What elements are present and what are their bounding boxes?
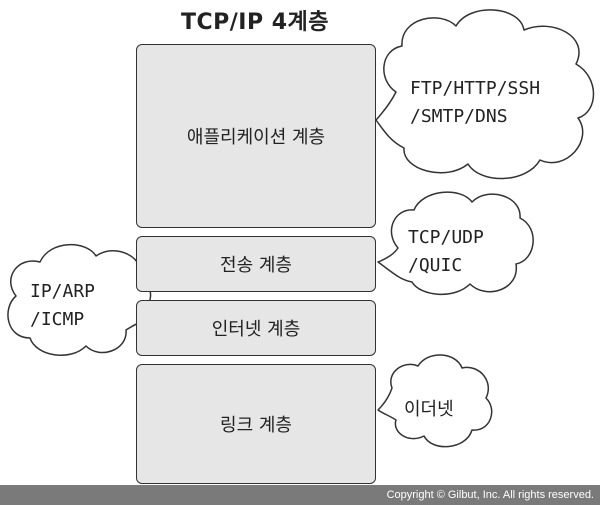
transport-protocols-line-1: TCP/UDP bbox=[408, 227, 484, 248]
transport-protocols-line-2: /QUIC bbox=[408, 255, 463, 276]
application-protocols: FTP/HTTP/SSH /SMTP/DNS bbox=[410, 75, 590, 131]
layer-application-label: 애플리케이션 계층 bbox=[186, 127, 326, 148]
cloud-transport bbox=[377, 191, 534, 296]
internet-protocols: IP/ARP /ICMP bbox=[30, 278, 140, 334]
diagram-title: TCP/IP 4계층 bbox=[180, 10, 330, 35]
layer-internet: 인터넷 계층 bbox=[136, 300, 376, 356]
cloud-application bbox=[375, 9, 595, 180]
internet-protocols-line-2: /ICMP bbox=[30, 309, 85, 330]
layer-transport-label: 전송 계층 bbox=[220, 255, 292, 276]
application-protocols-line-1: FTP/HTTP/SSH bbox=[410, 78, 541, 99]
transport-protocols: TCP/UDP /QUIC bbox=[408, 224, 528, 280]
copyright-footer: Copyright © Gilbut, Inc. All rights rese… bbox=[0, 485, 600, 505]
internet-protocols-line-1: IP/ARP bbox=[30, 281, 96, 302]
cloud-link bbox=[377, 354, 493, 448]
layer-internet-label: 인터넷 계층 bbox=[211, 319, 301, 340]
layer-transport: 전송 계층 bbox=[136, 236, 376, 292]
layer-application: 애플리케이션 계층 bbox=[136, 44, 376, 228]
layer-link: 링크 계층 bbox=[136, 364, 376, 484]
link-protocols-line-1: 이더넷 bbox=[404, 399, 454, 420]
link-protocols: 이더넷 bbox=[404, 396, 494, 424]
layer-link-label: 링크 계층 bbox=[220, 415, 292, 436]
application-protocols-line-2: /SMTP/DNS bbox=[410, 106, 508, 127]
